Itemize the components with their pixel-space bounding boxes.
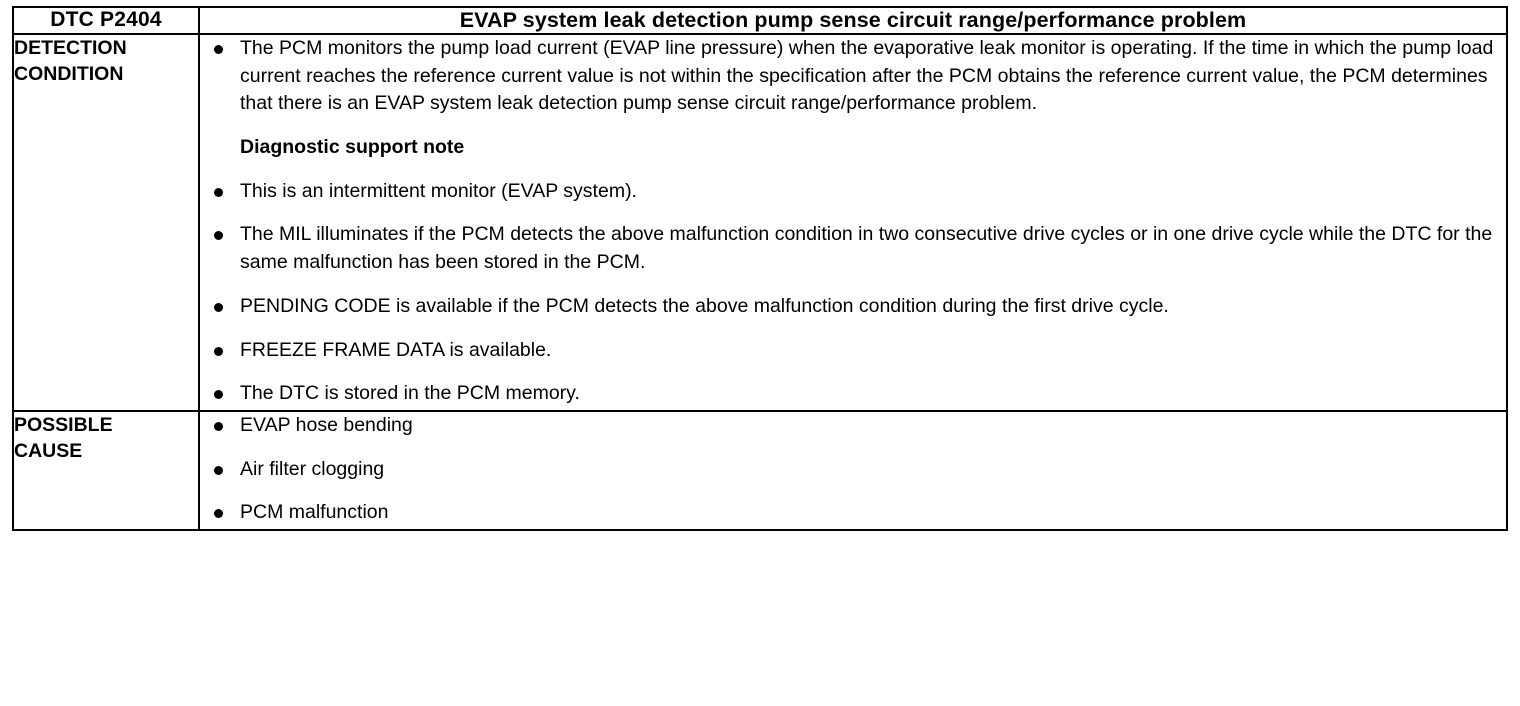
dtc-code-cell: DTC P2404	[12, 6, 200, 35]
possible-cause-label-line2: CAUSE	[14, 440, 83, 463]
table-row: DETECTION CONDITION The PCM monitors the…	[12, 33, 1508, 412]
list-item: PENDING CODE is available if the PCM det…	[200, 293, 1506, 321]
list-item: The DTC is stored in the PCM memory.	[200, 380, 1506, 408]
list-item: PCM malfunction	[200, 499, 1506, 527]
possible-cause-label-line1: POSSIBLE	[14, 413, 113, 436]
dtc-title-cell: EVAP system leak detection pump sense ci…	[198, 6, 1508, 35]
table-header-row: DTC P2404 EVAP system leak detection pum…	[12, 6, 1508, 35]
table-row: POSSIBLE CAUSE EVAP hose bending Air fil…	[12, 409, 1508, 531]
list-item: EVAP hose bending	[200, 412, 1506, 440]
diagnostic-support-note-heading: Diagnostic support note	[240, 136, 465, 159]
list-item: This is an intermittent monitor (EVAP sy…	[200, 178, 1506, 206]
list-item: The PCM monitors the pump load current (…	[200, 35, 1506, 118]
possible-cause-list: EVAP hose bending Air filter clogging PC…	[200, 412, 1506, 527]
possible-cause-label: POSSIBLE CAUSE	[12, 409, 200, 531]
detection-condition-label-line1: DETECTION	[14, 37, 127, 59]
detection-condition-label-line2: CONDITION	[14, 63, 124, 86]
detection-condition-content: The PCM monitors the pump load current (…	[198, 33, 1508, 412]
list-item: The MIL illuminates if the PCM detects t…	[200, 221, 1506, 276]
list-item: FREEZE FRAME DATA is available.	[200, 337, 1506, 365]
detection-condition-label: DETECTION CONDITION	[12, 33, 200, 412]
possible-cause-content: EVAP hose bending Air filter clogging PC…	[198, 409, 1508, 531]
dtc-table: DTC P2404 EVAP system leak detection pum…	[12, 6, 1508, 531]
list-item: Air filter clogging	[200, 456, 1506, 484]
document-page: DTC P2404 EVAP system leak detection pum…	[0, 6, 1520, 706]
detection-condition-list: The PCM monitors the pump load current (…	[200, 35, 1506, 408]
